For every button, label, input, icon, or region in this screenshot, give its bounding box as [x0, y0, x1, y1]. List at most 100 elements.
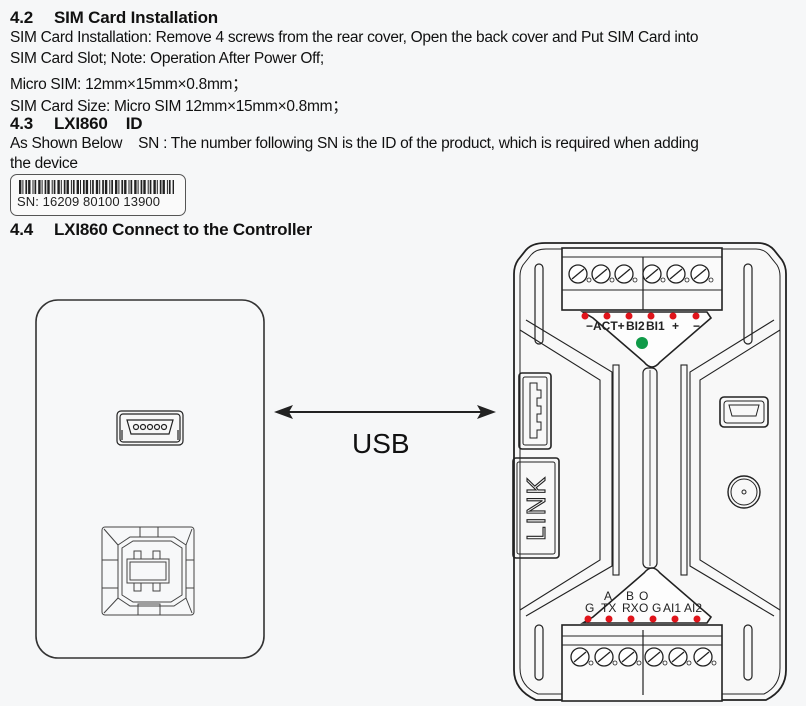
barcode-bar: [28, 180, 31, 194]
barcode-bar: [60, 180, 62, 194]
led-indicator: [581, 312, 589, 320]
led-indicator: [649, 615, 657, 623]
barcode-bar: [172, 180, 174, 194]
section-heading-4-3: 4.3 LXI860 ID: [10, 114, 143, 134]
led-indicator: [584, 615, 592, 623]
section-number: 4.3: [10, 114, 34, 133]
barcode-bar: [25, 180, 28, 194]
barcode-bar: [72, 180, 75, 194]
paragraph-line: SIM Card Slot; Note: Operation After Pow…: [10, 50, 324, 67]
barcode-bar: [140, 180, 143, 194]
barcode-bar: [153, 180, 156, 194]
barcode-bar: [104, 180, 108, 194]
screw-slot: [597, 651, 611, 663]
section-number: 4.2: [10, 8, 34, 27]
barcode-bar: [109, 180, 111, 194]
link-label: LINK: [521, 475, 551, 541]
paragraph-line: SIM Card Installation: Remove 4 screws f…: [10, 29, 699, 46]
barcode-bar: [85, 180, 89, 194]
terminal-label-bi2: BI2: [626, 319, 645, 333]
led-indicator: [625, 312, 633, 320]
terminal-label-g: G: [585, 601, 594, 615]
led-indicator: [669, 312, 677, 320]
screw-hole: [662, 660, 668, 666]
bottom-screws: [570, 647, 717, 667]
screw-slot: [647, 651, 661, 663]
barcode-bar: [44, 180, 47, 194]
barcode-bar: [38, 180, 41, 194]
barcode-bar: [70, 180, 72, 194]
barcode-bar: [143, 180, 146, 194]
led-indicator: [603, 312, 611, 320]
screw-hole: [708, 277, 714, 283]
mini-usb-port-icon: [116, 410, 184, 446]
terminal-label-a: A: [604, 589, 612, 603]
top-leds: [581, 312, 700, 349]
barcode-bar: [41, 180, 43, 194]
barcode-bar: [57, 180, 60, 194]
barcode-icon: [19, 180, 174, 194]
serial-number-label: SN: 16209 80100 13900: [10, 174, 186, 216]
terminal-label-b: B: [626, 589, 634, 603]
barcode-bar: [34, 180, 37, 194]
screw-hole: [612, 660, 618, 666]
terminal-label-bi1: BI1: [646, 319, 665, 333]
terminal-label-ai1: AI1: [663, 601, 681, 615]
screw-slot: [645, 268, 659, 280]
link-button: [512, 457, 560, 559]
section-number: 4.4: [10, 220, 34, 239]
barcode-bar: [22, 180, 24, 194]
led-indicator: [647, 312, 655, 320]
usb-connection-label: USB: [352, 428, 410, 459]
barcode-bar: [162, 180, 165, 194]
screw-hole: [636, 660, 642, 666]
terminal-label-o: O: [639, 589, 648, 603]
barcode-bar: [134, 180, 137, 194]
screw-slot: [696, 651, 710, 663]
barcode-bar: [99, 180, 101, 194]
barcode-bar: [121, 180, 124, 194]
screw-hole: [632, 277, 638, 283]
screw-slot: [594, 268, 608, 280]
led-indicator: [627, 615, 635, 623]
paragraph-line: SIM Card Size: Micro SIM 12mm×15mm×0.8mm…: [10, 98, 348, 115]
led-indicator: [693, 615, 701, 623]
barcode-bar: [130, 180, 133, 194]
lxi860-device: [512, 242, 787, 702]
barcode-bar: [115, 180, 118, 194]
terminal-label-ai2: AI2: [684, 601, 702, 615]
paragraph-line: Micro SIM: 12mm×15mm×0.8mm；: [10, 76, 248, 93]
barcode-bar: [66, 180, 69, 194]
screw-hole: [686, 660, 692, 666]
terminal-label-act: −ACT+: [586, 319, 625, 333]
barcode-bar: [51, 180, 53, 194]
terminal-label-g2: G: [652, 601, 661, 615]
led-indicator: [671, 615, 679, 623]
screw-slot: [573, 651, 587, 663]
barcode-bar: [102, 180, 104, 194]
barcode-bar: [124, 180, 127, 194]
barcode-bar: [168, 180, 171, 194]
top-screws: [568, 264, 714, 284]
screw-slot: [571, 268, 585, 280]
double-arrow-icon: [274, 405, 496, 419]
barcode-bar: [111, 180, 113, 194]
serial-number-text: SN: 16209 80100 13900: [17, 194, 161, 209]
screw-hole: [711, 660, 717, 666]
screw-hole: [609, 277, 615, 283]
screw-slot: [621, 651, 635, 663]
bottom-leds: [584, 615, 701, 623]
barcode-bar: [95, 180, 99, 194]
section-title: LXI860 ID: [54, 114, 143, 133]
screw-slot: [693, 268, 707, 280]
terminal-label-rx: RX: [622, 601, 639, 615]
barcode-bar: [83, 180, 85, 194]
barcode-bar: [19, 180, 22, 194]
barcode-bar: [90, 180, 92, 194]
barcode-bar: [156, 180, 158, 194]
terminal-label-og: O: [639, 601, 648, 615]
barcode-bar: [159, 180, 162, 194]
barcode-bar: [63, 180, 66, 194]
